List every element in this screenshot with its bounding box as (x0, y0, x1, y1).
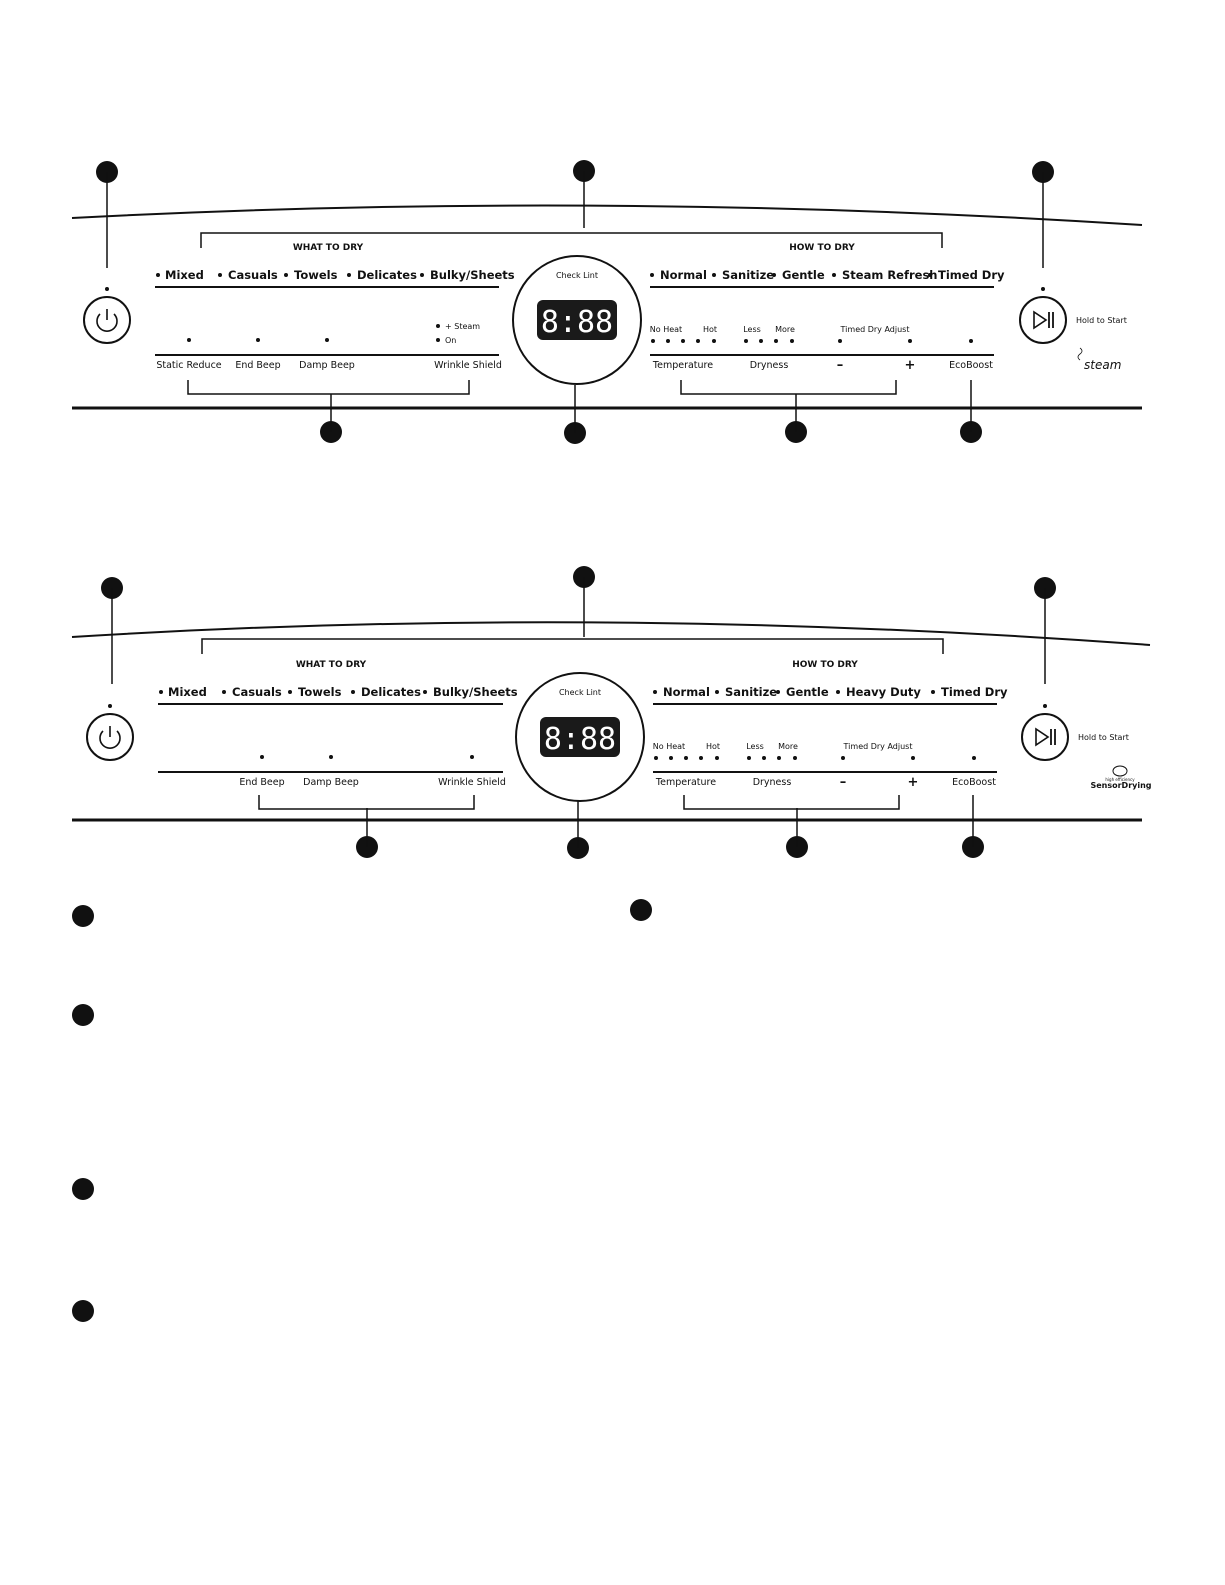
what-to-dry-heading: WHAT TO DRY (293, 243, 364, 253)
he-sensor-drying-logo: high efficiency SensorDrying (1090, 765, 1152, 790)
legend-marker (72, 1300, 94, 1322)
cycle-towels[interactable]: Towels (294, 268, 338, 282)
display-readout: 8:88 (541, 305, 613, 340)
hot-label: Hot (703, 325, 717, 334)
legend-marker (72, 1178, 94, 1200)
legend-marker (72, 905, 94, 927)
play-pause-icon (1033, 310, 1054, 330)
steam-logo: steam (1077, 347, 1121, 372)
display-readout: 8:88 (544, 722, 616, 757)
wrinkle-shield-option[interactable]: Wrinkle Shield (434, 360, 502, 371)
dryness-button[interactable]: Dryness (753, 777, 792, 788)
how-to-dry-heading: HOW TO DRY (789, 243, 855, 253)
cycle-heavy-duty[interactable]: Heavy Duty (846, 685, 921, 699)
power-indicator-dot (108, 704, 112, 708)
hold-to-start-label: Hold to Start (1076, 316, 1127, 325)
logo-text: SensorDrying (1090, 781, 1151, 790)
less-label: Less (743, 325, 761, 334)
end-beep-option[interactable]: End Beep (239, 777, 284, 788)
panel-1-top-curve (71, 204, 1143, 226)
wrinkle-steam-label: + Steam (445, 322, 480, 331)
no-heat-label: No Heat (653, 742, 685, 751)
cycle-timed-dry[interactable]: Timed Dry (941, 685, 1008, 699)
steam-logo-text: steam (1084, 358, 1121, 372)
temperature-button[interactable]: Temperature (652, 360, 713, 371)
power-icon (96, 309, 118, 332)
cycle-delicates[interactable]: Delicates (361, 685, 421, 699)
cycle-mixed[interactable]: Mixed (165, 268, 204, 282)
temperature-button[interactable]: Temperature (655, 777, 716, 788)
cycle-normal[interactable]: Normal (663, 685, 710, 699)
timed-dry-adjust-label: Timed Dry Adjust (843, 742, 913, 751)
legend-marker (630, 899, 652, 921)
hot-label: Hot (706, 742, 720, 751)
cycle-delicates[interactable]: Delicates (357, 268, 417, 282)
start-indicator-dot (1041, 287, 1045, 291)
ecoboost-button[interactable]: EcoBoost (952, 777, 996, 788)
end-beep-option[interactable]: End Beep (235, 360, 280, 371)
minus-button[interactable]: – (837, 358, 844, 373)
how-to-dry-heading: HOW TO DRY (792, 660, 858, 670)
cycle-sanitize[interactable]: Sanitize (722, 268, 774, 282)
damp-beep-option[interactable]: Damp Beep (303, 777, 359, 788)
cycle-steam-refresh[interactable]: Steam Refresh (842, 268, 938, 282)
power-button[interactable] (83, 296, 131, 344)
cycle-bulky-sheets[interactable]: Bulky/Sheets (433, 685, 518, 699)
no-heat-label: No Heat (650, 325, 682, 334)
static-reduce-option[interactable]: Static Reduce (156, 360, 221, 371)
less-label: Less (746, 742, 764, 751)
panel-2: WHAT TO DRY HOW TO DRY Mixed Casuals Tow… (71, 566, 1152, 859)
cycle-bracket (200, 232, 943, 248)
power-indicator-dot (105, 287, 109, 291)
legend-markers (72, 899, 652, 1322)
cycle-timed-dry[interactable]: Timed Dry (938, 268, 1005, 282)
cycle-normal[interactable]: Normal (660, 268, 707, 282)
cycle-towels[interactable]: Towels (298, 685, 342, 699)
hold-to-start-label: Hold to Start (1078, 733, 1129, 742)
plus-button[interactable]: + (905, 358, 916, 373)
time-display: 8:88 (540, 717, 620, 757)
cycle-mixed[interactable]: Mixed (168, 685, 207, 699)
more-label: More (775, 325, 795, 334)
cycle-casuals[interactable]: Casuals (228, 268, 278, 282)
wrinkle-on-label: On (445, 336, 456, 345)
plus-button[interactable]: + (908, 775, 919, 790)
logo-small-text: high efficiency (1105, 777, 1135, 782)
timed-dry-adjust-label: Timed Dry Adjust (840, 325, 910, 334)
minus-button[interactable]: – (840, 775, 847, 790)
panel-1: WHAT TO DRY HOW TO DRY Mixed Casuals Tow… (71, 160, 1143, 444)
check-lint-label: Check Lint (556, 271, 598, 280)
cycle-sanitize[interactable]: Sanitize (725, 685, 777, 699)
panel-2-top-curve (71, 621, 1151, 646)
cycle-gentle[interactable]: Gentle (782, 268, 825, 282)
cycle-gentle[interactable]: Gentle (786, 685, 829, 699)
play-pause-icon (1035, 727, 1056, 747)
what-to-dry-heading: WHAT TO DRY (296, 660, 367, 670)
check-lint-label: Check Lint (559, 688, 601, 697)
cycle-bulky-sheets[interactable]: Bulky/Sheets (430, 268, 515, 282)
start-pause-button[interactable] (1021, 713, 1069, 761)
damp-beep-option[interactable]: Damp Beep (299, 360, 355, 371)
start-indicator-dot (1043, 704, 1047, 708)
start-pause-button[interactable] (1019, 296, 1067, 344)
cycle-casuals[interactable]: Casuals (232, 685, 282, 699)
ecoboost-button[interactable]: EcoBoost (949, 360, 993, 371)
power-button[interactable] (86, 713, 134, 761)
dryness-button[interactable]: Dryness (750, 360, 789, 371)
wrinkle-shield-option[interactable]: Wrinkle Shield (438, 777, 506, 788)
time-display: 8:88 (537, 300, 617, 340)
power-icon (99, 726, 121, 749)
more-label: More (778, 742, 798, 751)
legend-marker (72, 1004, 94, 1026)
cycle-bracket (201, 638, 944, 654)
